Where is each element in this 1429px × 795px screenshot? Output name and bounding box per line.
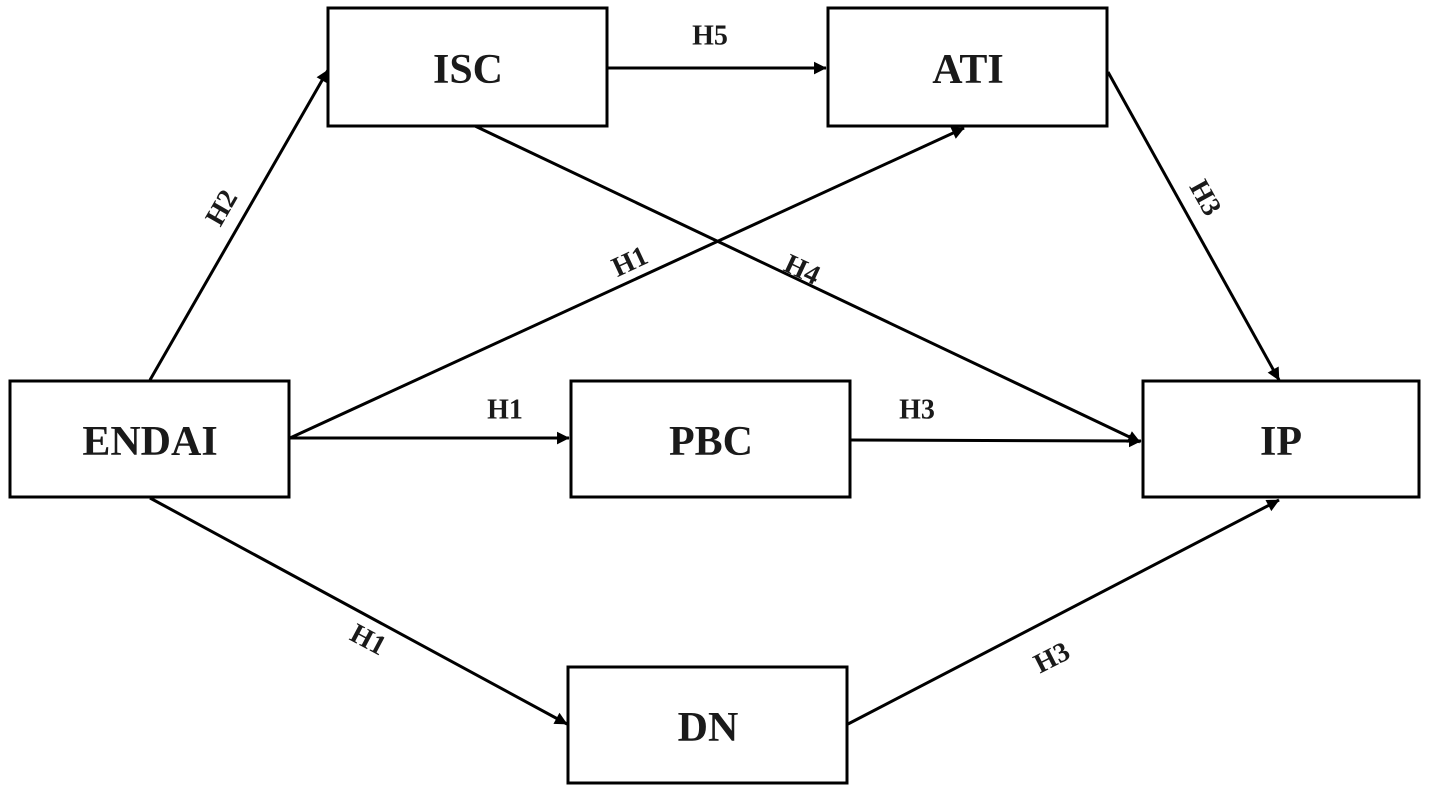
node-isc-label: ISC — [433, 47, 503, 93]
edge-label-ati-ip: H3 — [1183, 175, 1227, 221]
edge-label-endai-isc: H2 — [200, 185, 245, 231]
edges — [148, 61, 1281, 726]
edge-label-endai-pbc: H1 — [487, 395, 523, 426]
node-ip: IP — [1141, 379, 1421, 499]
edge-label-pbc-ip: H3 — [899, 395, 935, 426]
node-endai-label: ENDAI — [82, 419, 217, 465]
node-pbc: PBC — [569, 379, 852, 499]
edge-label-endai-ati: H1 — [607, 240, 653, 283]
edge-endai-dn — [149, 496, 568, 726]
node-pbc-label: PBC — [669, 419, 753, 465]
edge-label-isc-ip: H4 — [779, 248, 825, 291]
node-ip-label: IP — [1260, 419, 1302, 465]
edge-label-isc-ati: H5 — [692, 21, 728, 52]
node-ati-label: ATI — [932, 47, 1004, 93]
edge-ati-ip — [1106, 71, 1281, 381]
node-dn-label: DN — [678, 705, 739, 751]
edge-label-dn-ip: H3 — [1029, 636, 1075, 680]
edge-endai-isc — [148, 69, 330, 381]
node-dn: DN — [566, 665, 849, 785]
node-endai: ENDAI — [8, 379, 291, 499]
node-ati: ATI — [826, 6, 1109, 128]
node-isc: ISC — [326, 6, 609, 128]
edge-dn-ip — [847, 498, 1280, 726]
edge-pbc-ip — [849, 434, 1142, 448]
edge-endai-ati — [289, 126, 965, 440]
edge-isc-ip — [474, 124, 1141, 444]
